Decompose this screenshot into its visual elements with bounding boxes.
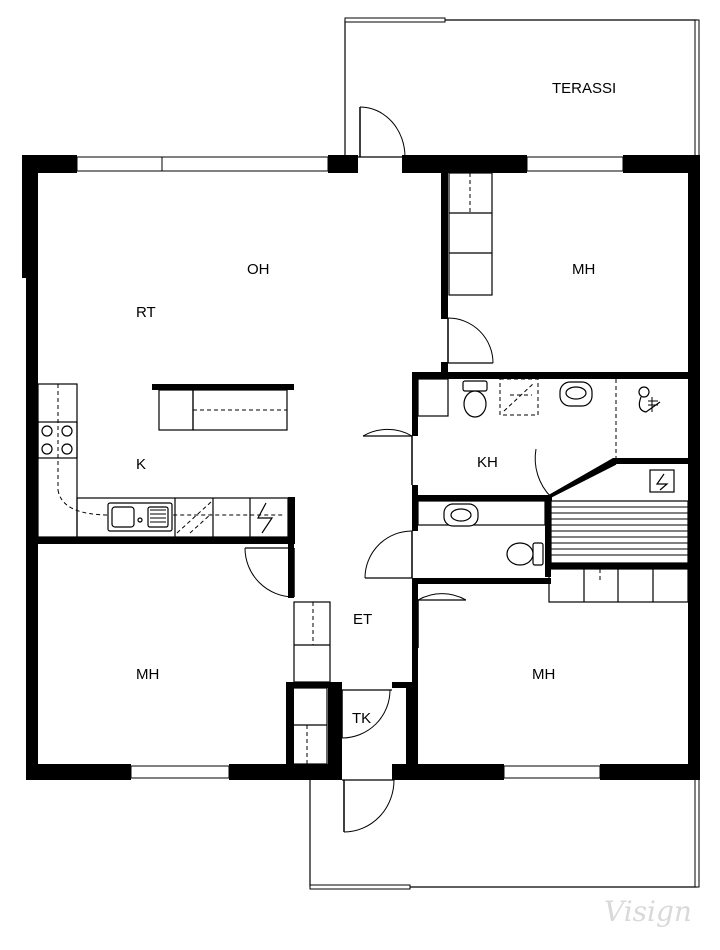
interior-walls	[38, 171, 700, 780]
closet-door	[341, 689, 392, 739]
room-label-mh-w: MH	[136, 666, 159, 683]
wc-door	[364, 530, 413, 579]
watermark-logo: Visign	[604, 895, 692, 928]
terrace-north	[344, 17, 700, 158]
wc-fixtures	[417, 500, 546, 566]
shower-icon	[638, 386, 661, 413]
room-label-k: K	[136, 456, 146, 473]
room-label-oh: OH	[247, 261, 270, 278]
doors	[244, 106, 617, 833]
bedroom-w-door	[244, 547, 295, 598]
stove	[37, 421, 78, 459]
room-label-mh-se: MH	[532, 666, 555, 683]
washbasin-kh	[559, 381, 593, 407]
room-label-tk: TK	[352, 710, 371, 727]
entry-door	[342, 779, 395, 833]
exterior-walls	[22, 155, 700, 780]
toilet-wc	[506, 542, 544, 566]
room-label-et: ET	[353, 611, 372, 628]
sauna	[550, 469, 689, 564]
room-label-kh: KH	[477, 454, 498, 471]
terrace-door	[358, 106, 406, 158]
bedroom-ne-door	[447, 317, 494, 364]
sauna-door	[534, 448, 617, 498]
sink	[107, 502, 173, 532]
bathroom-fixtures	[417, 378, 661, 458]
bathroom-door	[362, 429, 413, 485]
room-label-terassi: TERASSI	[552, 80, 616, 97]
sauna-stove-icon	[649, 469, 675, 493]
toilet-kh	[462, 380, 488, 418]
washbasin-wc	[443, 503, 479, 527]
terrace-south	[309, 777, 700, 890]
room-label-rt: RT	[136, 304, 156, 321]
room-label-mh-ne: MH	[572, 261, 595, 278]
room-labels: TERASSI OH RT MH K KH ET MH MH TK	[136, 80, 616, 727]
bedroom-se-door	[417, 593, 467, 648]
kitchen	[37, 383, 294, 538]
wardrobes	[286, 172, 689, 765]
